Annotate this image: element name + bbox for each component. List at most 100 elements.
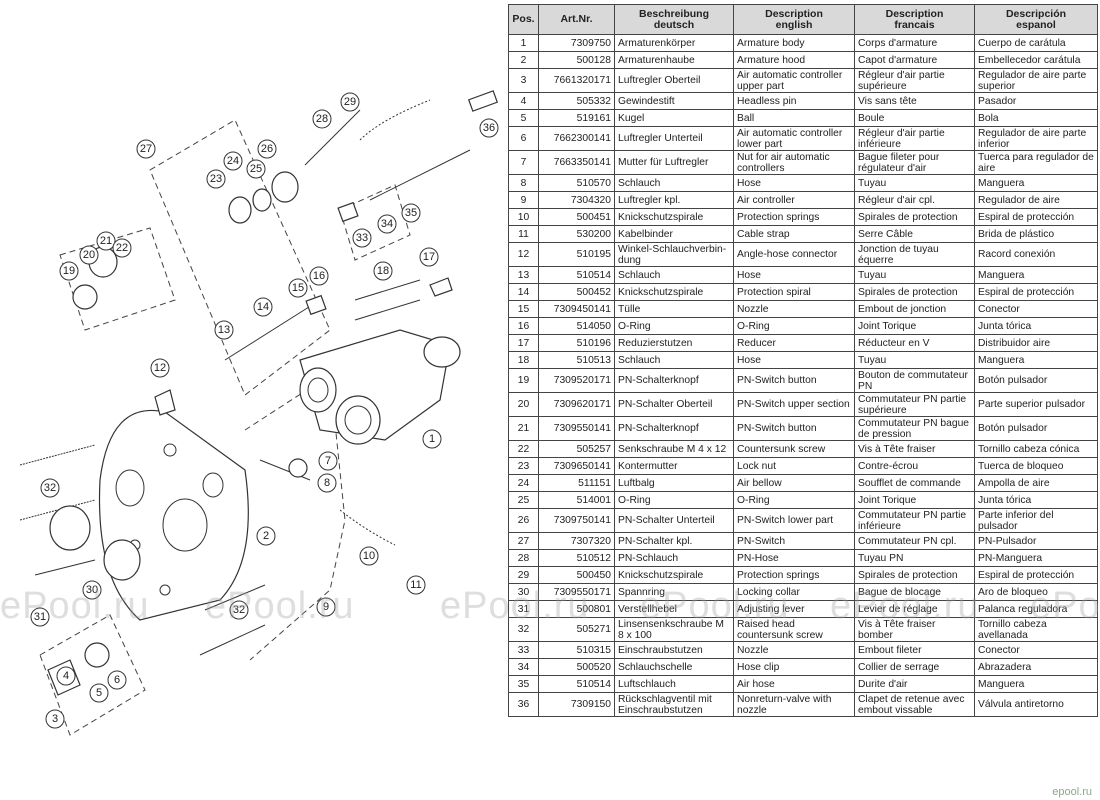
cell-fr: Tuyau <box>854 351 975 369</box>
callout-circle <box>479 118 499 138</box>
callout-7: 7 <box>318 451 338 471</box>
cell-art: 7307320 <box>538 532 615 550</box>
cell-fr: Clapet de retenue avec embout vissable <box>854 692 975 717</box>
cell-pos: 8 <box>508 174 539 192</box>
cell-pos: 19 <box>508 368 539 393</box>
callout-circle <box>318 451 338 471</box>
cell-en: Locking collar <box>733 583 855 601</box>
callout-label: 22 <box>116 242 128 254</box>
cell-de: Schlauchschelle <box>614 658 734 676</box>
cell-art: 7309550171 <box>538 583 615 601</box>
cell-es: Botón pulsador <box>974 416 1098 441</box>
cell-fr: Collier de serrage <box>854 658 975 676</box>
callout-label: 4 <box>63 670 69 682</box>
cell-fr: Régleur d'air partie supérieure <box>854 68 975 93</box>
header-de-line2: deutsch <box>653 18 695 31</box>
cell-en: Air hose <box>733 675 855 693</box>
cell-art: 505257 <box>538 440 615 458</box>
header-fr-line1: Description <box>885 7 944 20</box>
callout-32: 32 <box>40 478 60 498</box>
cell-pos: 17 <box>508 334 539 352</box>
cell-es: Distribuidor aire <box>974 334 1098 352</box>
cell-en: Nozzle <box>733 641 855 659</box>
cell-art: 500128 <box>538 51 615 69</box>
cell-pos: 14 <box>508 283 539 301</box>
callout-label: 29 <box>344 96 356 108</box>
cell-en: Hose clip <box>733 658 855 676</box>
cell-art: 7309150 <box>538 692 615 717</box>
cell-es: Conector <box>974 300 1098 318</box>
cell-pos: 32 <box>508 617 539 642</box>
callout-circle <box>206 169 226 189</box>
cell-en: Air automatic controller lower part <box>733 126 855 151</box>
cell-de: Luftregler kpl. <box>614 191 734 209</box>
cell-de: Einschraubstutzen <box>614 641 734 659</box>
callout-label: 1 <box>429 433 435 445</box>
callout-circle <box>79 245 99 265</box>
callout-circle <box>246 159 266 179</box>
cell-en: PN-Switch lower part <box>733 508 855 533</box>
cell-art: 505332 <box>538 92 615 110</box>
cell-art: 7662300141 <box>538 126 615 151</box>
cell-en: Ball <box>733 109 855 127</box>
cell-de: Gewindestift <box>614 92 734 110</box>
cell-de: Luftbalg <box>614 474 734 492</box>
cell-pos: 18 <box>508 351 539 369</box>
cell-en: Nozzle <box>733 300 855 318</box>
cell-pos: 9 <box>508 191 539 209</box>
callout-12: 12 <box>150 358 170 378</box>
cell-es: Junta tórica <box>974 491 1098 509</box>
cell-de: Kabelbinder <box>614 225 734 243</box>
cell-en: PN-Switch upper section <box>733 392 855 417</box>
cell-fr: Serre Câble <box>854 225 975 243</box>
cell-de: Luftschlauch <box>614 675 734 693</box>
cell-art: 510570 <box>538 174 615 192</box>
corner-logo: epool.ru <box>1052 786 1092 798</box>
cell-en: Hose <box>733 266 855 284</box>
cell-en: Hose <box>733 174 855 192</box>
callout-21: 21 <box>96 231 116 251</box>
callout-36: 36 <box>479 118 499 138</box>
cell-fr: Bouton de commutateur PN <box>854 368 975 393</box>
callout-label: 23 <box>210 173 222 185</box>
cell-en: Hose <box>733 351 855 369</box>
cell-fr: Contre-écrou <box>854 457 975 475</box>
cell-de: O-Ring <box>614 317 734 335</box>
cell-es: Tuerca para regulador de aire <box>974 150 1098 175</box>
cell-pos: 29 <box>508 566 539 584</box>
cell-art: 7309750141 <box>538 508 615 533</box>
callout-label: 13 <box>218 324 230 336</box>
callout-circle <box>317 473 337 493</box>
armature-body-part <box>299 329 461 445</box>
cell-fr: Durite d'air <box>854 675 975 693</box>
cell-pos: 2 <box>508 51 539 69</box>
cell-es: Aro de bloqueo <box>974 583 1098 601</box>
cell-fr: Joint Torique <box>854 317 975 335</box>
cell-es: Espiral de protección <box>974 566 1098 584</box>
cell-de: Knickschutzspirale <box>614 566 734 584</box>
callout-circle <box>352 228 372 248</box>
callout-11: 11 <box>406 575 426 595</box>
cell-art: 7309450141 <box>538 300 615 318</box>
cell-art: 510514 <box>538 675 615 693</box>
cell-art: 7661320171 <box>538 68 615 93</box>
cell-fr: Vis sans tête <box>854 92 975 110</box>
cell-fr: Soufflet de commande <box>854 474 975 492</box>
cell-fr: Tuyau PN <box>854 549 975 567</box>
cell-de: Armaturenhaube <box>614 51 734 69</box>
callout-circle <box>257 139 277 159</box>
callout-3: 3 <box>45 709 65 729</box>
callout-label: 3 <box>52 713 58 725</box>
cell-es: Manguera <box>974 266 1098 284</box>
